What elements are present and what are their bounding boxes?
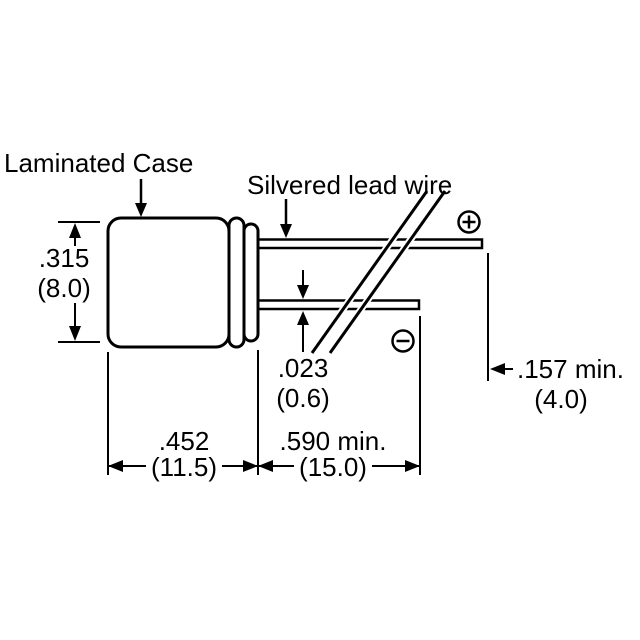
capacitor-seal-band-outer — [227, 216, 246, 349]
lead-diameter-mm-label: (0.6) — [276, 383, 329, 413]
arrowhead-left-icon — [490, 363, 505, 375]
capacitor-body — [106, 216, 231, 349]
arrowhead-up-icon — [69, 223, 81, 238]
positive-lead-wire — [254, 238, 484, 250]
lead-clearance-mm-label: (4.0) — [534, 384, 587, 414]
laminated-case-label: Laminated Case — [4, 148, 193, 178]
arrowhead-down-icon — [69, 326, 81, 341]
arrowhead-down-icon — [280, 224, 292, 238]
arrowhead-up-icon — [297, 311, 309, 325]
case-diameter-dimension: .315 (8.0) — [37, 221, 100, 343]
arrowhead-right-icon — [405, 460, 420, 472]
case-length-mm-label: (11.5) — [151, 452, 217, 482]
lead-length-inches-label: .590 min. — [280, 426, 387, 456]
plus-circle-icon — [457, 210, 481, 234]
lead-break-lines — [309, 188, 448, 356]
arrowhead-right-icon — [243, 460, 258, 472]
case-diameter-mm-label: (8.0) — [37, 273, 90, 303]
lead-length-mm-label: (15.0) — [299, 452, 367, 482]
arrowhead-left-icon — [258, 460, 273, 472]
silvered-lead-wire-arrow — [280, 199, 292, 238]
case-length-dimension: .452 (11.5) .590 min. (15.0) — [107, 316, 421, 482]
break-line — [310, 190, 429, 354]
minus-circle-icon — [391, 329, 415, 353]
lead-diameter-inches-label: .023 — [278, 353, 329, 383]
break-line — [328, 190, 447, 354]
case-length-inches-label: .452 — [159, 426, 210, 456]
negative-lead-wire — [254, 299, 421, 311]
capacitor-seal-band-inner — [242, 222, 260, 343]
arrowhead-down-icon — [297, 285, 309, 299]
lead-diameter-dimension: .023 (0.6) — [276, 270, 330, 413]
lead-clearance-inches-label: .157 min. — [517, 354, 624, 384]
laminated-case-arrow — [135, 179, 147, 217]
arrowhead-down-icon — [135, 203, 147, 217]
arrowhead-left-icon — [108, 460, 123, 472]
lead-end-clearance-dimension: .157 min. (4.0) — [487, 253, 624, 414]
silvered-lead-wire-label: Silvered lead wire — [247, 170, 452, 200]
case-diameter-inches-label: .315 — [39, 243, 90, 273]
